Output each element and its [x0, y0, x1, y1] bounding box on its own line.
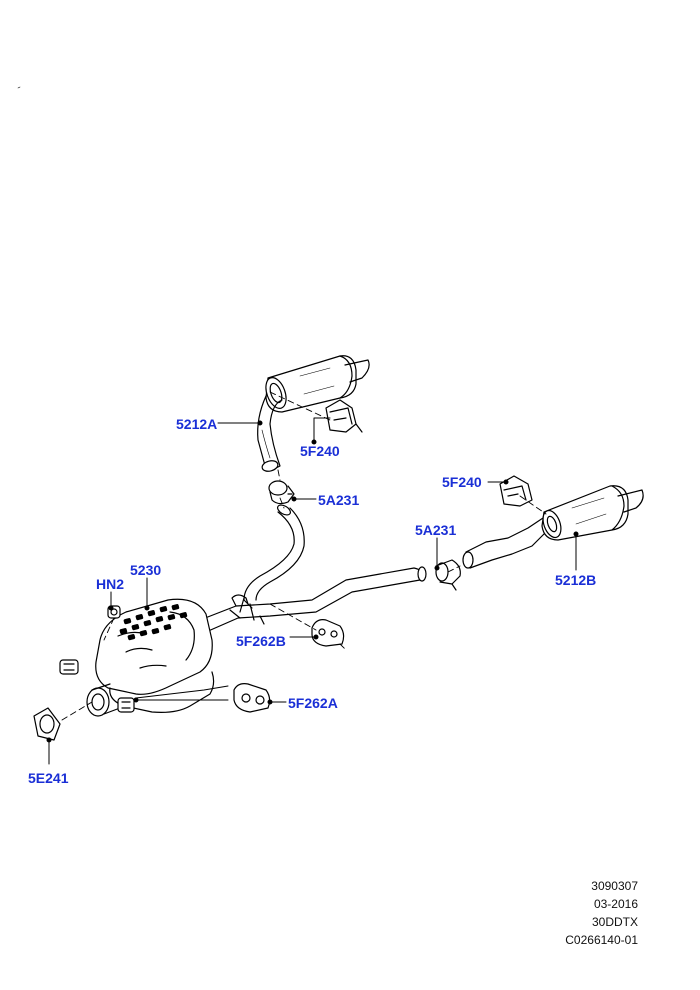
catalytic-converter[interactable] — [86, 598, 215, 717]
callout-5a231-left[interactable]: 5A231 — [318, 492, 360, 508]
callout-5230[interactable]: 5230 — [130, 562, 162, 578]
right-intermediate-pipe[interactable] — [199, 566, 427, 633]
callout-hn2[interactable]: HN2 — [96, 576, 125, 592]
left-intermediate-pipe[interactable] — [243, 503, 305, 609]
left-tailpipe[interactable] — [257, 395, 283, 473]
callout-5a231-right[interactable]: 5A231 — [415, 522, 457, 538]
callout-5212a[interactable]: 5212A — [176, 416, 218, 432]
insulator-5f262b[interactable] — [311, 619, 345, 647]
callout-5f240-left[interactable]: 5F240 — [300, 443, 340, 459]
insulator-5f262a[interactable] — [233, 683, 271, 713]
right-rear-muffler[interactable] — [540, 485, 644, 541]
callout-5f262b[interactable]: 5F262B — [236, 633, 286, 649]
right-clamp[interactable] — [435, 559, 461, 591]
footer-reference: 3090307 — [591, 879, 638, 893]
callout-5e241[interactable]: 5E241 — [28, 770, 69, 786]
converter-mount-left[interactable] — [59, 659, 79, 675]
footer-date: 03-2016 — [593, 897, 638, 911]
left-rubber-mounting[interactable] — [325, 399, 363, 433]
footer-catalog-number: C0266140-01 — [565, 933, 638, 947]
converter-mount-bottom[interactable] — [117, 697, 135, 713]
callout-5212b[interactable]: 5212B — [555, 572, 597, 588]
footer-model: 30DDTX — [591, 915, 638, 929]
gasket-5e241[interactable] — [33, 707, 61, 741]
callout-5f262a[interactable]: 5F262A — [288, 695, 338, 711]
right-tailpipe[interactable] — [462, 515, 549, 569]
left-clamp[interactable] — [268, 480, 295, 505]
left-rear-muffler[interactable] — [262, 355, 370, 413]
callout-5f240-right[interactable]: 5F240 — [442, 474, 482, 490]
